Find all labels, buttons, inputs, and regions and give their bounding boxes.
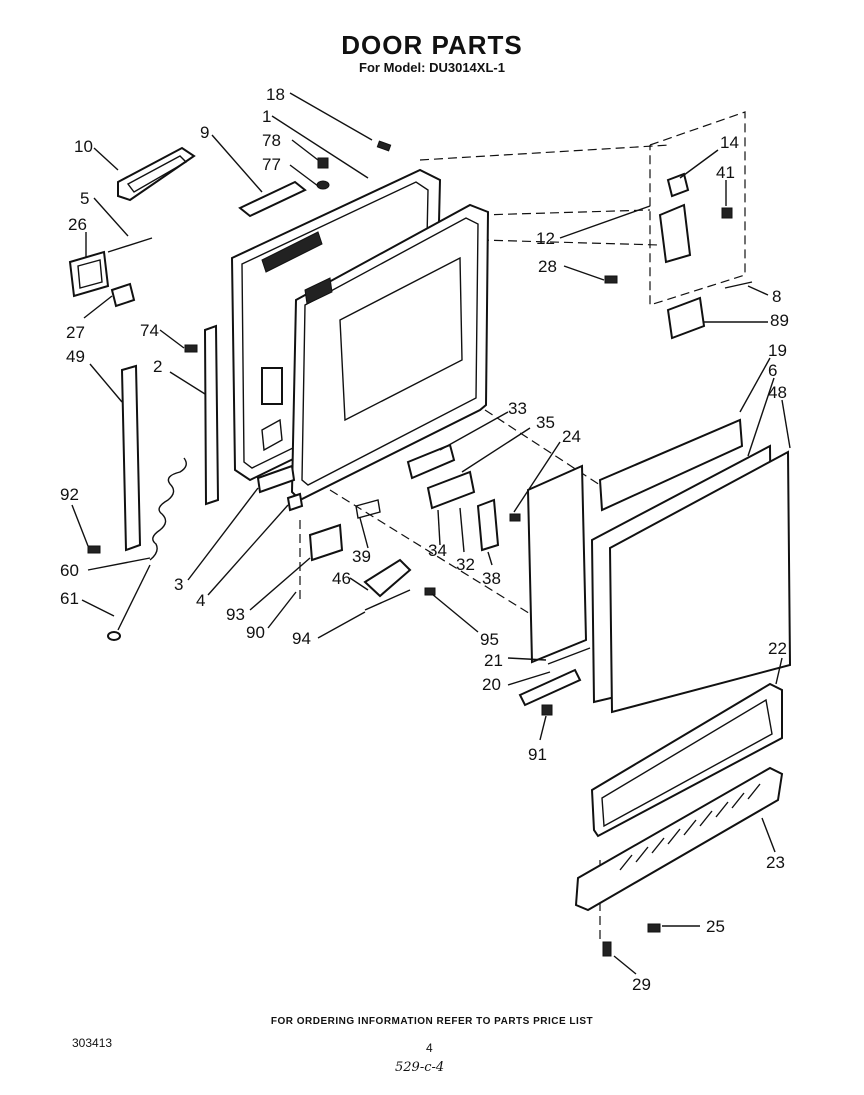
rod [107, 237, 153, 253]
callout-12: 12 [536, 229, 555, 248]
callout-89: 89 [770, 311, 789, 330]
callout-2: 2 [153, 357, 162, 376]
callout-95: 95 [480, 630, 499, 649]
hinge-bracket [203, 324, 220, 506]
callout-92: 92 [60, 485, 79, 504]
vent-strip [238, 180, 307, 218]
trim-strip-4 [286, 492, 304, 512]
callout-24: 24 [562, 427, 581, 446]
callout-6: 6 [768, 361, 777, 380]
callout-29: 29 [632, 975, 651, 994]
callout-77: 77 [262, 155, 281, 174]
trim-strip-3 [256, 464, 296, 494]
callout-78: 78 [262, 131, 281, 150]
callout-18: 18 [266, 85, 285, 104]
door-panel-24 [526, 464, 588, 664]
latch-bracket [68, 250, 110, 298]
callout-27: 27 [66, 323, 85, 342]
callout-90: 90 [246, 623, 265, 642]
callout-19: 19 [768, 341, 787, 360]
ordering-note: FOR ORDERING INFORMATION REFER TO PARTS … [270, 1016, 594, 1027]
callout-61: 61 [60, 589, 79, 608]
callout-74: 74 [140, 321, 159, 340]
callout-46: 46 [332, 569, 351, 588]
trim-21 [547, 647, 591, 665]
door-handle [117, 146, 196, 202]
callout-33: 33 [508, 399, 527, 418]
cable-loop [107, 631, 121, 641]
callout-3: 3 [174, 575, 183, 594]
callout-41: 41 [716, 163, 735, 182]
callout-10: 10 [74, 137, 93, 156]
kick-plate-23 [574, 766, 784, 912]
callout-labels: 18 1 78 77 10 9 5 26 27 74 49 2 92 60 61… [60, 85, 789, 994]
hinge-arm [120, 364, 142, 552]
callout-48: 48 [768, 383, 787, 402]
bottom-bracket [308, 523, 344, 562]
callout-26: 26 [68, 215, 87, 234]
callout-14: 14 [720, 133, 739, 152]
callout-32: 32 [456, 555, 475, 574]
callout-28: 28 [538, 257, 557, 276]
page-title: DOOR PARTS [341, 30, 523, 60]
callout-93: 93 [226, 605, 245, 624]
trim-20 [518, 668, 582, 707]
callout-4: 4 [196, 591, 205, 610]
door-spring [149, 457, 187, 561]
callout-1: 1 [262, 107, 271, 126]
inner-door-liner [290, 203, 490, 502]
callout-49: 49 [66, 347, 85, 366]
kick-plate-slots [619, 783, 761, 871]
document-number: 303413 [72, 1036, 113, 1050]
rod-94 [364, 589, 411, 611]
clip [110, 282, 136, 308]
toe-panel-22 [590, 682, 783, 838]
screws [87, 140, 733, 957]
callout-21: 21 [484, 651, 503, 670]
page-number: 4 [426, 1041, 433, 1055]
spring-cable [117, 564, 151, 631]
right-hinge-assembly [649, 111, 753, 340]
callout-25: 25 [706, 917, 725, 936]
callout-5: 5 [80, 189, 89, 208]
insert-panel-19 [598, 418, 744, 512]
leader-lines [71, 92, 791, 975]
handwritten-note: 529-c-4 [395, 1060, 445, 1075]
callout-23: 23 [766, 853, 785, 872]
callout-20: 20 [482, 675, 501, 694]
model-subtitle: For Model: DU3014XL-1 [359, 60, 505, 75]
callout-38: 38 [482, 569, 501, 588]
callout-60: 60 [60, 561, 79, 580]
bracket-46 [363, 558, 412, 598]
callout-34: 34 [428, 541, 447, 560]
switch-assembly [355, 443, 500, 552]
callout-22: 22 [768, 639, 787, 658]
front-door-panel [590, 444, 792, 714]
callout-39: 39 [352, 547, 371, 566]
callout-91: 91 [528, 745, 547, 764]
callout-8: 8 [772, 287, 781, 306]
callout-9: 9 [200, 123, 209, 142]
callout-35: 35 [536, 413, 555, 432]
callout-94: 94 [292, 629, 311, 648]
